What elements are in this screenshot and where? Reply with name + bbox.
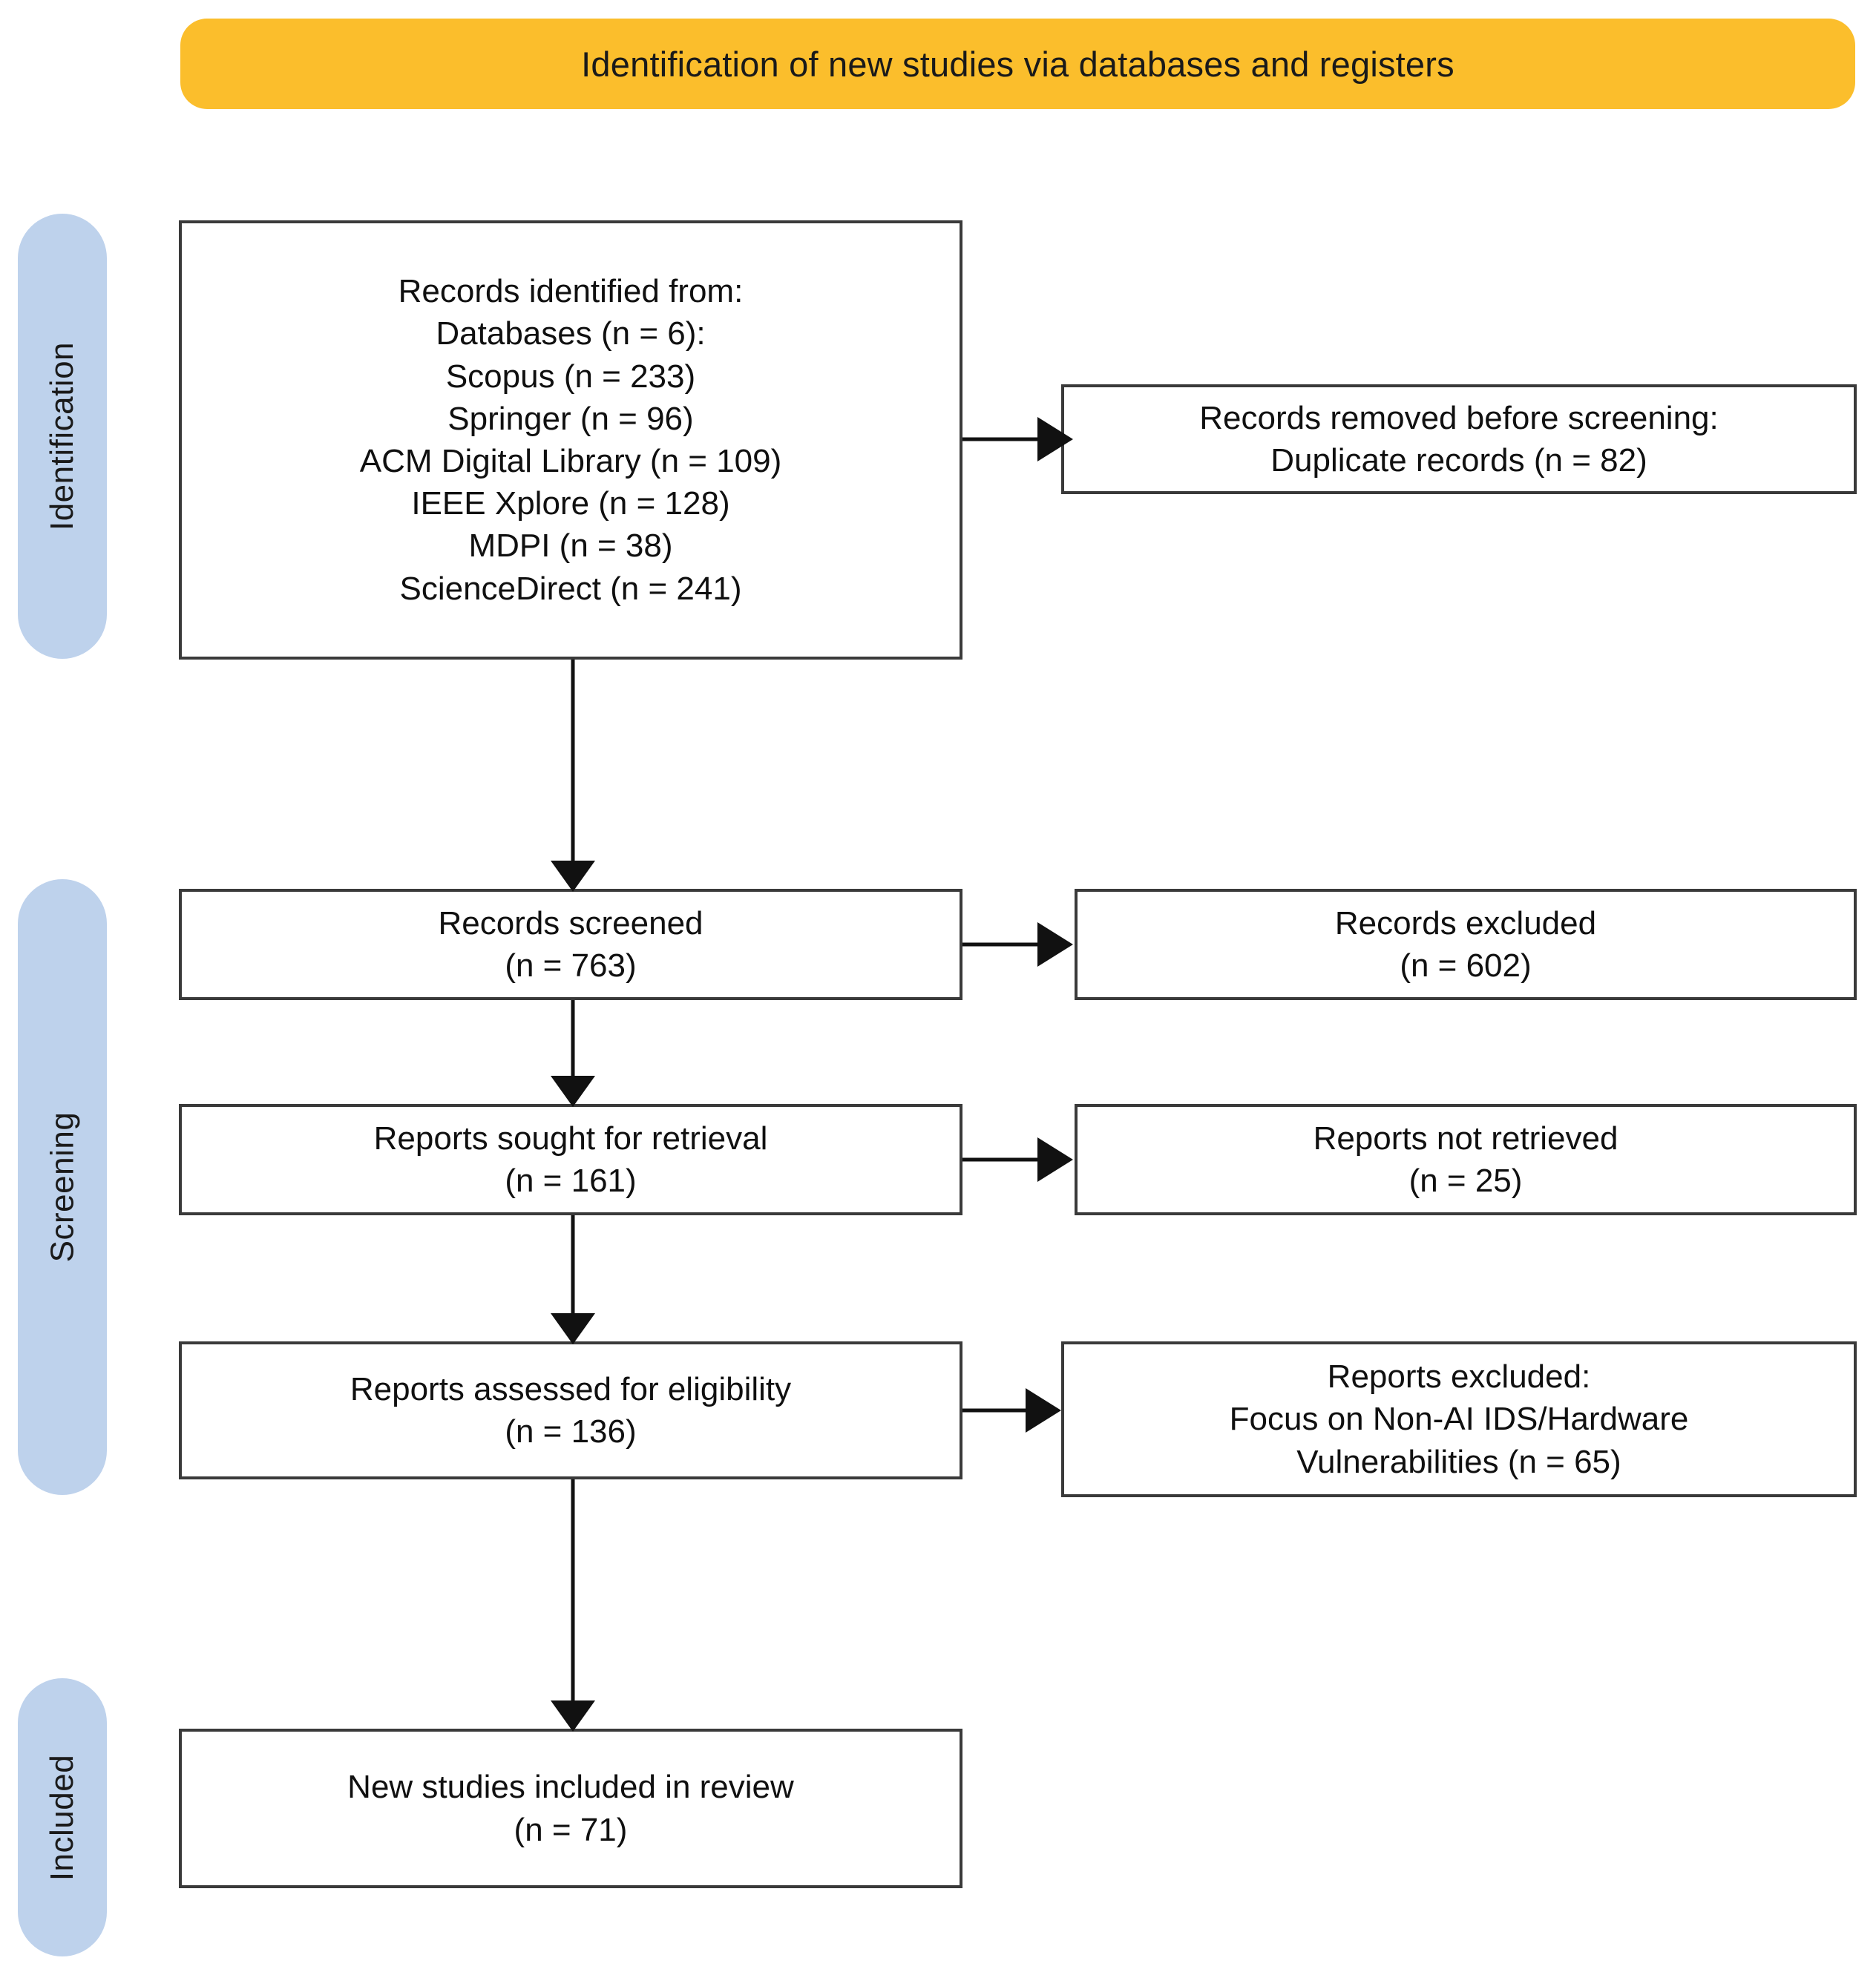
box-text-line: (n = 763): [505, 947, 637, 984]
box-text-line: (n = 161): [505, 1163, 637, 1199]
arrow-assessed-to-reports-excluded: [962, 1388, 1061, 1433]
box-records-screened-text: Records screened (n = 763): [427, 902, 713, 987]
box-text-line: Records removed before screening:: [1199, 399, 1719, 436]
phase-pill-included: Included: [18, 1678, 107, 1956]
box-reports-sought-text: Reports sought for retrieval (n = 161): [364, 1117, 778, 1202]
box-text-line: Reports excluded:: [1327, 1358, 1591, 1396]
box-text-line: Focus on Non-AI IDS/Hardware: [1229, 1401, 1689, 1438]
box-text-line: Databases (n = 6):: [436, 315, 706, 352]
phase-label-included: Included: [44, 1754, 81, 1881]
box-reports-excluded-text: Reports excluded: Focus on Non-AI IDS/Har…: [1219, 1355, 1699, 1483]
box-reports-assessed-text: Reports assessed for eligibility (n = 136…: [340, 1368, 801, 1453]
box-reports-not-retrieved: Reports not retrieved (n = 25): [1075, 1104, 1857, 1215]
box-records-removed-text: Records removed before screening: Duplica…: [1189, 397, 1728, 482]
arrow-sought-to-not-retrieved: [962, 1137, 1073, 1182]
arrow-assessed-to-included: [551, 1479, 595, 1732]
box-reports-sought: Reports sought for retrieval (n = 161): [179, 1104, 962, 1215]
phase-label-screening: Screening: [44, 1111, 81, 1263]
page-title: Identification of new studies via databa…: [581, 44, 1454, 84]
box-text-line: Records excluded: [1334, 904, 1597, 942]
box-reports-assessed: Reports assessed for eligibility (n = 136…: [179, 1341, 962, 1479]
box-text-line: (n = 602): [1400, 947, 1532, 984]
phase-label-identification: Identification: [44, 341, 80, 531]
arrow-identified-to-removed: [962, 417, 1073, 461]
box-text-line: (n = 136): [505, 1413, 637, 1450]
box-text-line: Duplicate records (n = 82): [1270, 442, 1647, 479]
box-text-line: (n = 25): [1408, 1163, 1523, 1199]
box-records-excluded: Records excluded (n = 602): [1075, 889, 1857, 1000]
box-text-line: Records identified from:: [398, 273, 744, 310]
box-reports-excluded: Reports excluded: Focus on Non-AI IDS/Har…: [1061, 1341, 1857, 1497]
box-records-identified-text: Records identified from: Databases (n = 6…: [350, 270, 793, 610]
box-text-line: Springer (n = 96): [447, 400, 694, 437]
box-text-line: Scopus (n = 233): [445, 358, 696, 395]
box-records-identified: Records identified from: Databases (n = 6…: [179, 220, 962, 660]
arrow-screened-to-excluded: [962, 922, 1073, 967]
box-text-line: Reports assessed for eligibility: [350, 1370, 792, 1407]
box-records-removed: Records removed before screening: Duplica…: [1061, 384, 1857, 494]
box-text-line: ACM Digital Library (n = 109): [359, 443, 782, 479]
box-new-studies-included-text: New studies included in review (n = 71): [337, 1766, 804, 1850]
box-text-line: ScienceDirect (n = 241): [399, 570, 742, 607]
box-records-excluded-text: Records excluded (n = 602): [1325, 902, 1607, 987]
box-text-line: Reports sought for retrieval: [373, 1120, 768, 1157]
box-text-line: Records screened: [438, 904, 704, 942]
box-text-line: New studies included in review: [347, 1769, 794, 1806]
arrow-sought-to-assessed: [551, 1215, 595, 1344]
box-text-line: Vulnerabilities (n = 65): [1296, 1443, 1621, 1480]
arrow-screened-to-sought: [551, 1000, 595, 1107]
phase-pill-screening: Screening: [18, 879, 107, 1495]
box-text-line: IEEE Xplore (n = 128): [411, 485, 730, 522]
box-text-line: (n = 71): [514, 1811, 628, 1848]
header-banner: Identification of new studies via databa…: [180, 19, 1855, 109]
box-text-line: MDPI (n = 38): [468, 528, 673, 565]
box-records-screened: Records screened (n = 763): [179, 889, 962, 1000]
box-reports-not-retrieved-text: Reports not retrieved (n = 25): [1303, 1117, 1629, 1202]
arrow-identified-to-screened: [551, 660, 595, 892]
box-text-line: Reports not retrieved: [1313, 1120, 1618, 1157]
phase-pill-identification: Identification: [18, 214, 107, 659]
box-new-studies-included: New studies included in review (n = 71): [179, 1729, 962, 1888]
